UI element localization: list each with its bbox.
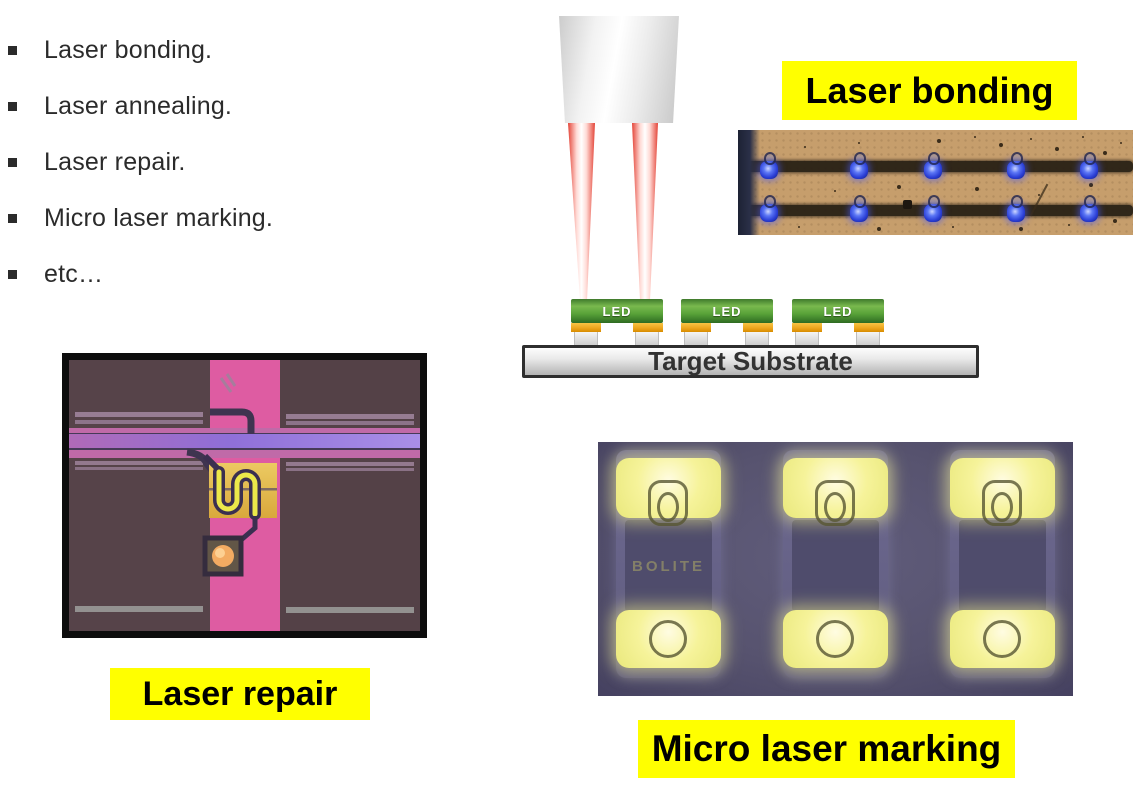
bullet-item: Laser annealing. xyxy=(8,78,438,134)
bullet-item: Laser repair. xyxy=(8,134,438,190)
bullet-item: Micro laser marking. xyxy=(8,190,438,246)
package-top-pad xyxy=(616,458,721,526)
repair-scratch-marks xyxy=(219,373,237,393)
led-solder-pad-left xyxy=(681,323,711,332)
bullet-square-icon xyxy=(8,269,17,279)
pad-square-outline-icon xyxy=(815,480,855,526)
laser-head-illustration xyxy=(559,16,679,123)
bullet-item: Laser bonding. xyxy=(8,22,438,78)
package-bottom-pad xyxy=(783,610,888,668)
led-bump-right xyxy=(745,332,769,346)
led-chip-label: LED xyxy=(602,303,632,319)
repair-gray-line-bl xyxy=(75,606,203,612)
led-solder-pad-left xyxy=(792,323,822,332)
pad-square-outline-icon xyxy=(648,480,688,526)
led-chip-1: LED xyxy=(571,299,663,347)
repair-quadrant-tl xyxy=(69,360,210,428)
laser-beam-right xyxy=(632,123,658,300)
led-chip-label: LED xyxy=(712,303,742,319)
package-body xyxy=(792,520,879,612)
target-substrate-label: Target Substrate xyxy=(648,346,853,376)
led-bump-right xyxy=(635,332,659,346)
repair-meander-trace xyxy=(216,469,258,517)
pad-oval-outline-icon xyxy=(657,492,679,522)
led-bump-left xyxy=(795,332,819,346)
caption-laser-repair: Laser repair xyxy=(110,668,370,720)
bullet-square-icon xyxy=(8,101,17,111)
bullet-square-icon xyxy=(8,45,17,55)
laser-marked-text: BOLITE xyxy=(632,558,705,575)
photo-edge-shadow xyxy=(738,130,760,235)
repair-quadrant-bl xyxy=(69,458,210,631)
repair-gray-line-br xyxy=(286,607,414,613)
led-bump-left xyxy=(574,332,598,346)
blue-led xyxy=(1007,152,1025,179)
blue-led xyxy=(1080,152,1098,179)
package-bottom-pad xyxy=(950,610,1055,668)
blue-led xyxy=(850,152,868,179)
photo-laser-repair xyxy=(62,353,427,638)
led-solder-pad-right xyxy=(743,323,773,332)
bullet-text: Micro laser marking. xyxy=(44,203,274,232)
led-package-2 xyxy=(783,450,888,678)
repair-quadrant-br xyxy=(280,458,420,631)
bullet-text: Laser bonding. xyxy=(44,35,213,64)
bullet-square-icon xyxy=(8,213,17,223)
led-chip-2: LED xyxy=(681,299,773,347)
blue-led xyxy=(1007,195,1025,222)
blue-led xyxy=(1080,195,1098,222)
bullet-text: Laser annealing. xyxy=(44,91,233,120)
led-chip-3: LED xyxy=(792,299,884,347)
led-chip-label: LED xyxy=(823,303,853,319)
caption-micro-laser-marking: Micro laser marking xyxy=(638,720,1015,778)
led-chip-body: LED xyxy=(571,299,663,323)
pad-circle-outline-icon xyxy=(649,620,687,658)
led-package-3 xyxy=(950,450,1055,678)
bullet-text: Laser repair. xyxy=(44,147,186,176)
led-package-1: BOLITE xyxy=(616,450,721,678)
blue-led xyxy=(924,152,942,179)
photo-speckles xyxy=(738,130,740,132)
led-chip-body: LED xyxy=(792,299,884,323)
led-chip-body: LED xyxy=(681,299,773,323)
package-bottom-pad xyxy=(616,610,721,668)
bullet-square-icon xyxy=(8,157,17,167)
blue-led xyxy=(760,152,778,179)
bullet-list: Laser bonding. Laser annealing. Laser re… xyxy=(8,22,438,302)
led-bump-left xyxy=(684,332,708,346)
pad-circle-outline-icon xyxy=(816,620,854,658)
photo-dark-blob xyxy=(903,200,912,209)
blue-led xyxy=(924,195,942,222)
pad-oval-outline-icon xyxy=(991,492,1013,522)
package-top-pad xyxy=(950,458,1055,526)
led-bump-right xyxy=(856,332,880,346)
package-top-pad xyxy=(783,458,888,526)
pad-oval-outline-icon xyxy=(824,492,846,522)
package-body xyxy=(625,520,712,612)
target-substrate-bar: Target Substrate xyxy=(522,345,979,378)
laser-beam-left xyxy=(568,123,595,300)
repair-metal-trace xyxy=(69,434,420,448)
bullet-text: etc… xyxy=(44,259,104,288)
pad-square-outline-icon xyxy=(982,480,1022,526)
bullet-item: etc… xyxy=(8,246,438,302)
led-solder-pad-right xyxy=(633,323,663,332)
pad-circle-outline-icon xyxy=(983,620,1021,658)
led-solder-pad-left xyxy=(571,323,601,332)
led-solder-pad-right xyxy=(854,323,884,332)
blue-led xyxy=(850,195,868,222)
caption-laser-bonding: Laser bonding xyxy=(782,61,1077,120)
package-body xyxy=(959,520,1046,612)
repair-micrograph xyxy=(69,360,420,631)
laser-beams-illustration xyxy=(568,123,658,300)
blue-led xyxy=(760,195,778,222)
photo-laser-bonding xyxy=(738,130,1133,235)
photo-micro-laser-marking: BOLITE xyxy=(598,442,1073,696)
